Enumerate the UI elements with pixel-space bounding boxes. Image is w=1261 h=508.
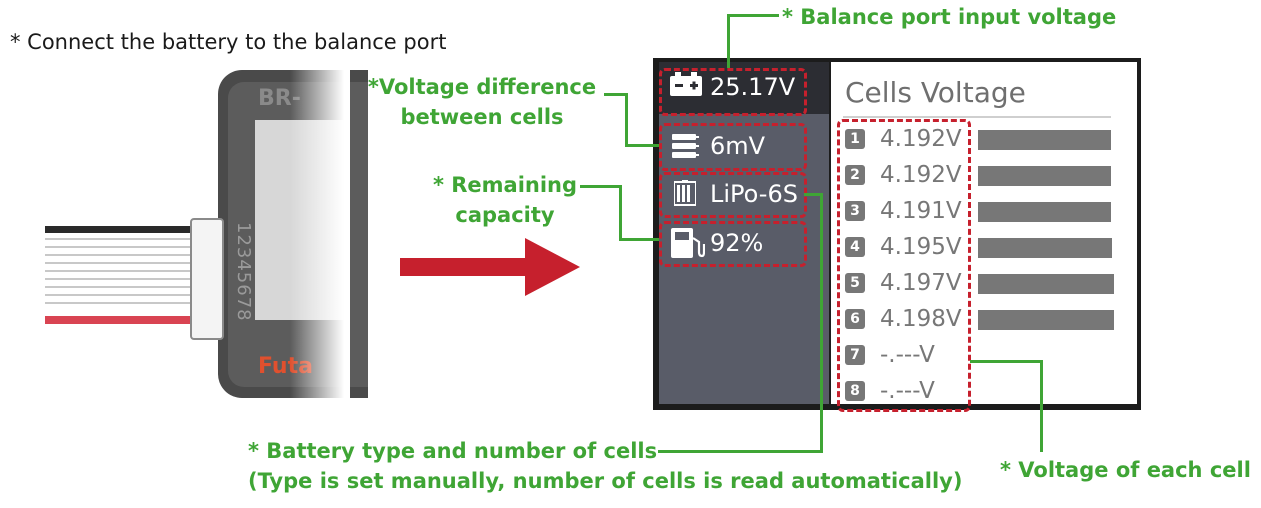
- note-remaining-line2: capacity: [455, 203, 555, 227]
- cells-title: Cells Voltage: [845, 76, 1026, 109]
- title-divider: [843, 116, 1111, 118]
- cell-number-badge: 4: [845, 237, 865, 257]
- cell-difference-icon: [672, 134, 699, 158]
- cell-voltage-bar: [978, 238, 1112, 258]
- wire-red: [45, 316, 195, 324]
- wire-gray: [45, 262, 195, 264]
- note-balance-port: * Balance port input voltage: [782, 5, 1117, 29]
- wire-gray: [45, 286, 195, 288]
- cell-number-badge: 1: [845, 129, 865, 149]
- wire-black: [45, 226, 195, 233]
- battery-icon: [670, 72, 702, 96]
- cell-number-badge: 2: [845, 165, 865, 185]
- cell-voltage-bar: [978, 274, 1114, 294]
- note-voltage-difference-line2: between cells: [400, 105, 564, 129]
- highlight-cells: [837, 119, 971, 412]
- cell-difference: 6mV: [710, 132, 766, 160]
- wire-gray: [45, 270, 195, 272]
- note-remaining-line1: * Remaining: [432, 173, 578, 197]
- cell-number-badge: 6: [845, 309, 865, 329]
- remaining-capacity: 92%: [710, 229, 764, 257]
- highlight-cell-difference: [659, 123, 807, 171]
- cell-voltage: -.---V: [880, 378, 935, 404]
- device-fade: [290, 60, 350, 410]
- cell-voltage: 4.192V: [880, 126, 962, 152]
- cell-number-badge: 5: [845, 273, 865, 293]
- note-battery-type-line2: (Type is set manually, number of cells i…: [248, 469, 963, 493]
- fuel-gauge-icon: [671, 228, 705, 258]
- cell-voltage-bar: [978, 310, 1114, 330]
- cell-voltage-bar: [978, 202, 1111, 222]
- wire-gray: [45, 246, 195, 248]
- lcd-info-panel: [659, 114, 829, 404]
- highlight-battery-type: [659, 172, 807, 218]
- battery-cells-icon: [674, 180, 696, 206]
- note-battery-type: * Battery type and number of cells (Type…: [248, 436, 962, 496]
- cell-voltage: 4.198V: [880, 306, 962, 332]
- note-battery-type-line1: * Battery type and number of cells: [248, 439, 658, 463]
- note-voltage-difference-line1: *Voltage difference: [367, 75, 597, 99]
- cell-voltage: 4.197V: [880, 270, 962, 296]
- balance-connector: [190, 218, 224, 340]
- cell-voltage: -.---V: [880, 342, 935, 368]
- cell-voltage: 4.191V: [880, 198, 962, 224]
- total-voltage: 25.17V: [710, 73, 796, 101]
- wire-gray: [45, 294, 195, 296]
- highlight-total-voltage: [659, 68, 807, 116]
- note-voltage-difference: *Voltage difference between cells: [362, 72, 602, 132]
- cell-voltage-bar: [978, 130, 1111, 150]
- cell-number-badge: 7: [845, 345, 865, 365]
- cell-voltage: 4.192V: [880, 162, 962, 188]
- cell-number-badge: 8: [845, 381, 865, 401]
- cell-voltage-bar: [978, 166, 1111, 186]
- wire-gray: [45, 302, 195, 304]
- connect-note: * Connect the battery to the balance por…: [10, 30, 447, 54]
- note-each-cell: * Voltage of each cell: [1000, 458, 1251, 482]
- wire-gray: [45, 278, 195, 280]
- wire-gray: [45, 238, 195, 240]
- highlight-remaining: [659, 221, 807, 267]
- port-numbers: 12345678: [233, 222, 254, 322]
- cell-voltage: 4.195V: [880, 234, 962, 260]
- cell-number-badge: 3: [845, 201, 865, 221]
- battery-type: LiPo-6S: [710, 180, 798, 208]
- wire-gray: [45, 254, 195, 256]
- note-remaining-capacity: * Remaining capacity: [410, 170, 600, 230]
